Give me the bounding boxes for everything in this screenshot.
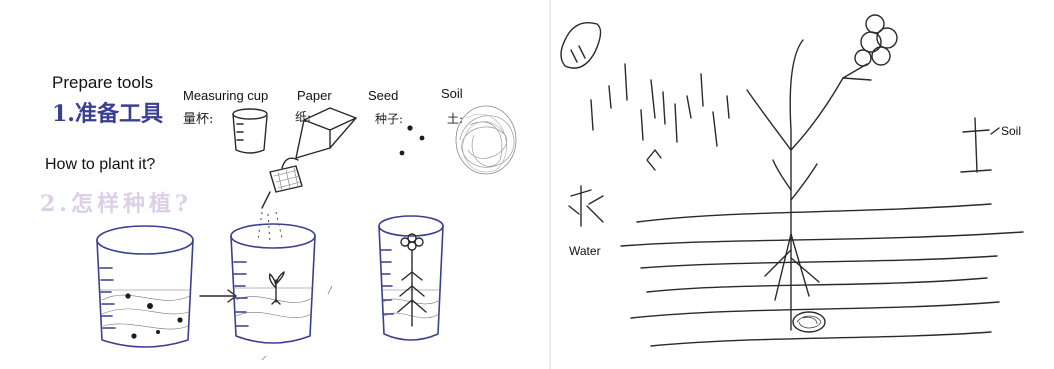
rain-lines (591, 64, 729, 170)
tool-label-seed: Seed (368, 88, 398, 103)
tool-cn-soil: 土: (447, 110, 463, 127)
flower-plant-sketch (747, 15, 897, 330)
buried-seed-sketch (793, 312, 825, 332)
soil-character-sketch (961, 118, 991, 172)
watering-sieve-icon (258, 158, 302, 242)
soil-pointer-line (991, 128, 999, 134)
watering-can-icon (561, 23, 601, 68)
beaker-with-sprout (231, 224, 315, 343)
planting-steps-panel: Prepare tools 1.准备工具 How to plant it? 2.… (0, 0, 548, 369)
seed-icon (400, 125, 425, 155)
beaker-with-seeds (97, 226, 193, 347)
water-character-sketch (569, 186, 603, 226)
beaker-with-flower (379, 216, 443, 340)
soil-scribble-icon (456, 106, 516, 174)
prepare-tools-heading: Prepare tools (52, 73, 153, 93)
tool-label-measuring-cup: Measuring cup (183, 88, 268, 103)
prepare-tools-chinese: 1.准备工具 (52, 96, 163, 128)
measuring-cup-icon (233, 109, 267, 153)
left-sketch-drawing (0, 0, 548, 369)
tool-cn-seed: 种子: (375, 110, 403, 127)
ground-lines (621, 204, 1023, 346)
plant-growth-panel: Soil Water (551, 0, 1054, 369)
soil-label: Soil (1001, 124, 1021, 138)
how-to-plant-chinese: 2.怎样种植? (40, 186, 192, 218)
tool-cn-measuring-cup: 量杯: (183, 108, 213, 127)
right-sketch-drawing (551, 0, 1054, 369)
tool-label-paper: Paper (297, 88, 332, 103)
how-to-plant-heading: How to plant it? (45, 156, 155, 174)
arrow-icon (200, 290, 236, 302)
water-label: Water (569, 244, 601, 258)
tool-label-soil: Soil (441, 86, 463, 101)
tool-cn-paper: 纸: (295, 108, 311, 125)
